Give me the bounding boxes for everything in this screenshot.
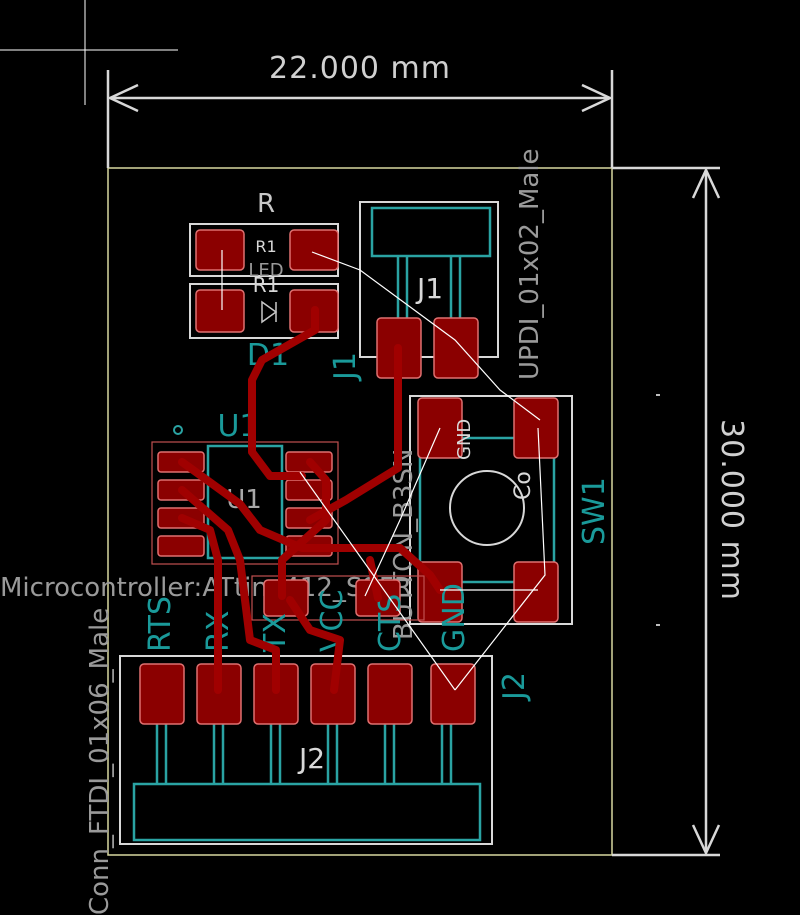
sw1-gnd-label: GND xyxy=(454,419,475,460)
width-dimension: 22.000 mm xyxy=(106,51,614,168)
sw1-ref-label: SW1 xyxy=(577,477,612,545)
pin1-marker-icon xyxy=(173,425,183,435)
r1-pad-1[interactable] xyxy=(195,229,245,271)
height-dimension: 30.000 mm xyxy=(612,166,749,857)
j1-value-label: UPDI_01x02_Male xyxy=(515,148,545,380)
ratsnest xyxy=(221,250,546,691)
j2-pin-cts-label: CTS xyxy=(373,594,408,652)
sw1-co-label: Co xyxy=(511,471,536,500)
r1-value-label: R xyxy=(257,189,275,219)
j2-value-label: Conn_FTDI_01x06_Male xyxy=(85,608,115,915)
u1-value-label: Microcontroller:ATtiny412_SSFR xyxy=(0,573,412,603)
u1-pad-4[interactable] xyxy=(157,535,205,557)
sw1-footprint[interactable]: SW1 BUTTON_B3SN GND Co xyxy=(389,395,612,640)
edge-ticks xyxy=(656,394,660,626)
cursor-crosshair xyxy=(0,0,178,105)
j2-pad-5[interactable] xyxy=(367,663,413,725)
j2-pad-4[interactable] xyxy=(310,663,356,725)
j2-footprint[interactable]: J2 J2 Conn_FTDI_01x06_Male RTS RX TX VCC… xyxy=(85,583,532,915)
height-dimension-label: 30.000 mm xyxy=(714,419,749,601)
u1-pad-7[interactable] xyxy=(285,479,333,501)
j2-pad-1[interactable] xyxy=(139,663,185,725)
r1-silk-label: R1 xyxy=(253,273,280,297)
sw1-pad-4[interactable] xyxy=(513,561,559,623)
width-dimension-label: 22.000 mm xyxy=(269,51,451,86)
r1-fab-label: R1 xyxy=(255,237,276,256)
j1-footprint[interactable]: J1 J1 UPDI_01x02_Male xyxy=(328,148,545,382)
j2-pin-gnd-label: GND xyxy=(437,583,472,652)
diode-symbol-icon xyxy=(261,300,278,324)
j2-pin-vcc-label: VCC xyxy=(315,590,350,652)
sw1-pad-2[interactable] xyxy=(513,397,559,459)
j1-pad-2[interactable] xyxy=(433,317,479,379)
j1-ref-label: J1 xyxy=(328,352,363,382)
copper-traces xyxy=(178,306,444,694)
j2-ref-label: J2 xyxy=(497,672,532,702)
r1-footprint[interactable]: R R1 xyxy=(189,189,339,277)
j2-pin-rts-label: RTS xyxy=(143,596,178,652)
d1-pad-1[interactable] xyxy=(195,289,245,333)
r1-pad-2[interactable] xyxy=(289,229,339,271)
board-outline xyxy=(107,167,613,856)
d1-value-label: LED xyxy=(248,260,283,281)
j1-fab-label: J1 xyxy=(415,272,443,305)
j2-fab-label: J2 xyxy=(297,742,325,775)
